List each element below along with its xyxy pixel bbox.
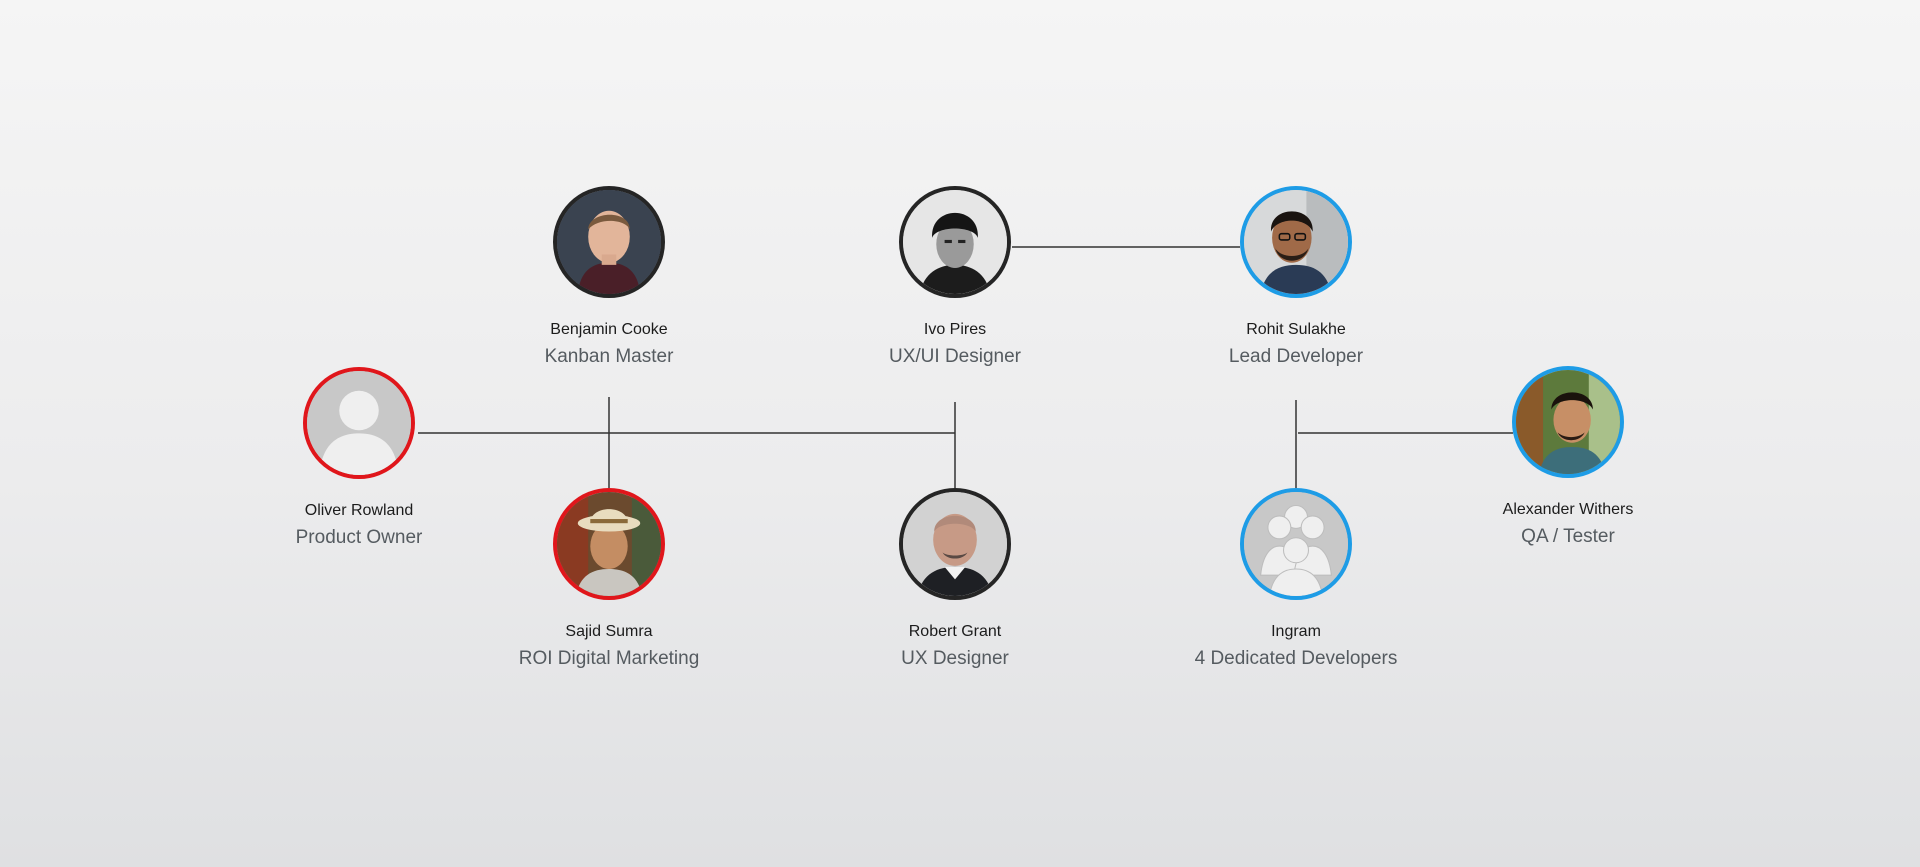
avatar-benjamin-cooke [553, 186, 665, 298]
person-rohit-sulakhe[interactable]: Rohit Sulakhe Lead Developer [1176, 186, 1416, 368]
person-ivo-pires[interactable]: Ivo Pires UX/UI Designer [835, 186, 1075, 368]
person-role: ROI Digital Marketing [518, 648, 700, 669]
person-alexander-withers[interactable]: Alexander Withers QA / Tester [1448, 366, 1688, 548]
avatar-ivo-pires [899, 186, 1011, 298]
person-benjamin-cooke[interactable]: Benjamin Cooke Kanban Master [489, 186, 729, 368]
person-role: Lead Developer [1228, 346, 1364, 367]
person-oliver-rowland[interactable]: Oliver Rowland Product Owner [239, 367, 479, 549]
person-name: Robert Grant [908, 623, 1002, 640]
portrait-photo [557, 190, 661, 294]
person-role: Product Owner [295, 527, 423, 548]
person-name: Ivo Pires [923, 321, 987, 338]
portrait-photo [903, 190, 1007, 294]
avatar-sajid-sumra [553, 488, 665, 600]
person-role: 4 Dedicated Developers [1194, 648, 1398, 669]
person-ingram[interactable]: Ingram 4 Dedicated Developers [1176, 488, 1416, 670]
portrait-photo [903, 492, 1007, 596]
portrait-photo [1516, 370, 1620, 474]
person-role: Kanban Master [544, 346, 674, 367]
person-name: Alexander Withers [1502, 501, 1634, 518]
person-name: Benjamin Cooke [550, 321, 668, 338]
person-role: UX Designer [901, 648, 1009, 669]
avatar-oliver-rowland [303, 367, 415, 479]
avatar-rohit-sulakhe [1240, 186, 1352, 298]
group-people-icon [1244, 492, 1348, 596]
person-role: UX/UI Designer [889, 346, 1021, 367]
person-robert-grant[interactable]: Robert Grant UX Designer [835, 488, 1075, 670]
avatar-ingram [1240, 488, 1352, 600]
person-name: Rohit Sulakhe [1246, 321, 1346, 338]
placeholder-person-icon [307, 371, 411, 475]
person-name: Ingram [1271, 623, 1321, 640]
avatar-alexander-withers [1512, 366, 1624, 478]
portrait-photo [1244, 190, 1348, 294]
person-name: Sajid Sumra [565, 623, 653, 640]
avatar-robert-grant [899, 488, 1011, 600]
person-name: Oliver Rowland [304, 502, 414, 519]
person-sajid-sumra[interactable]: Sajid Sumra ROI Digital Marketing [489, 488, 729, 670]
portrait-photo [557, 492, 661, 596]
person-role: QA / Tester [1521, 526, 1615, 547]
